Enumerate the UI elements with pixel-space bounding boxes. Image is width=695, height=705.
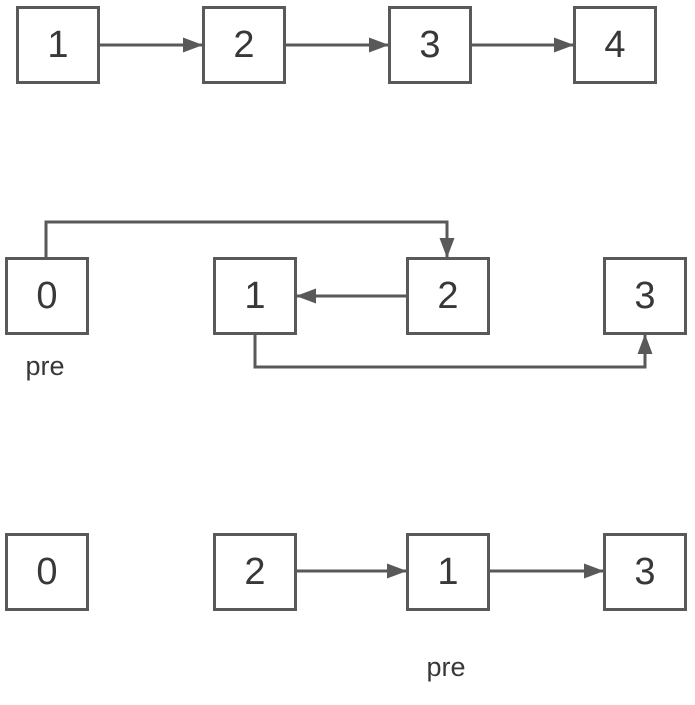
result-list-pre-label: pre	[426, 652, 466, 682]
reversal-step-pre-label: pre	[25, 351, 65, 381]
original-list-node-4: 4	[573, 6, 657, 84]
result-list-node-0: 0	[5, 533, 89, 611]
arrow-reversal-1-to-3	[253, 334, 653, 369]
result-list-node-2: 2	[213, 533, 297, 611]
reversal-step-node-2: 2	[406, 257, 490, 335]
arrow-reversal-0-to-2	[44, 220, 455, 258]
reversal-step-node-3: 3	[603, 257, 687, 335]
result-list-node-3: 3	[603, 533, 687, 611]
result-list-node-1: 1	[406, 533, 490, 611]
original-list-node-2: 2	[202, 6, 286, 84]
original-list-node-1: 1	[16, 6, 100, 84]
reversal-step-node-0: 0	[5, 257, 89, 335]
original-list-node-3: 3	[388, 6, 472, 84]
reversal-step-node-1: 1	[213, 257, 297, 335]
